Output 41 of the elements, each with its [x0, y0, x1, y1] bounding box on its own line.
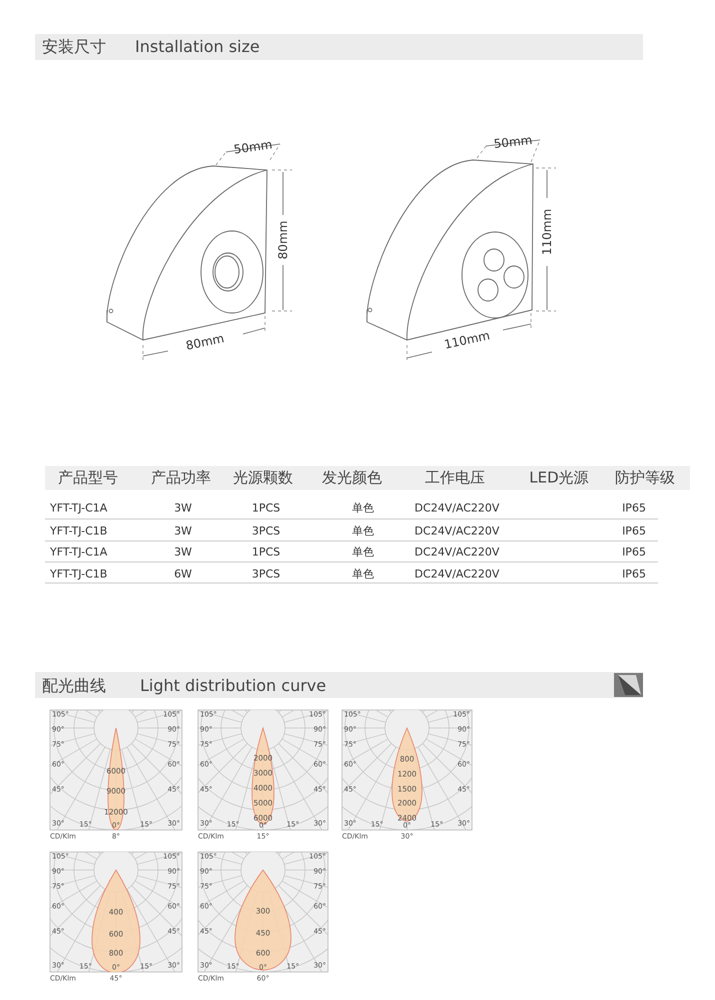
- table-cell: 3W: [174, 526, 192, 536]
- table-header: 工作电压: [425, 470, 485, 486]
- table-cell: DC24V/AC220V: [414, 568, 500, 580]
- table-cell: 单色: [352, 568, 374, 580]
- section-heading: 安装尺寸: [42, 39, 106, 55]
- dimension-label: 50mm: [233, 138, 273, 156]
- table-cell: YFT-TJ-C1B: [50, 568, 108, 580]
- table-header: 光源颗数: [233, 470, 293, 486]
- table-cell: YFT-TJ-C1A: [50, 502, 108, 514]
- table-cell: 3W: [174, 546, 192, 558]
- table-cell: YFT-TJ-C1B: [50, 526, 108, 536]
- table-cell: 单色: [352, 502, 374, 514]
- dimension-label: 110mm: [443, 329, 491, 351]
- table-cell: 1PCS: [252, 546, 280, 558]
- table-header: LED光源: [529, 470, 589, 486]
- table-cell: DC24V/AC220V: [414, 502, 500, 514]
- table-cell: 3W: [174, 502, 192, 514]
- table-header: 防护等级: [615, 470, 675, 486]
- dimension-label: 50mm: [493, 134, 533, 150]
- section-heading: Light distribution curve: [140, 678, 326, 694]
- table-header: 产品功率: [151, 470, 211, 486]
- section-heading: 配光曲线: [42, 678, 106, 694]
- dimension-label: 80mm: [277, 220, 289, 260]
- table-cell: 3PCS: [252, 568, 280, 580]
- table-cell: 单色: [352, 546, 374, 558]
- table-cell: YFT-TJ-C1A: [50, 546, 108, 558]
- dimension-label: 80mm: [184, 332, 226, 352]
- table-cell: DC24V/AC220V: [414, 546, 500, 558]
- table-header: 发光颜色: [322, 470, 382, 486]
- table-cell: 3PCS: [252, 526, 280, 536]
- table-cell: IP65: [622, 546, 646, 558]
- table-cell: 1PCS: [252, 502, 280, 514]
- table-cell: IP65: [622, 526, 646, 536]
- table-cell: 单色: [352, 526, 374, 536]
- table-header: 产品型号: [58, 470, 118, 486]
- section-heading: Installation size: [135, 39, 260, 55]
- table-cell: 6W: [174, 568, 192, 580]
- table-cell: IP65: [622, 568, 646, 580]
- dimension-label: 110mm: [541, 208, 553, 256]
- table-cell: DC24V/AC220V: [414, 526, 500, 536]
- table-cell: IP65: [622, 502, 646, 514]
